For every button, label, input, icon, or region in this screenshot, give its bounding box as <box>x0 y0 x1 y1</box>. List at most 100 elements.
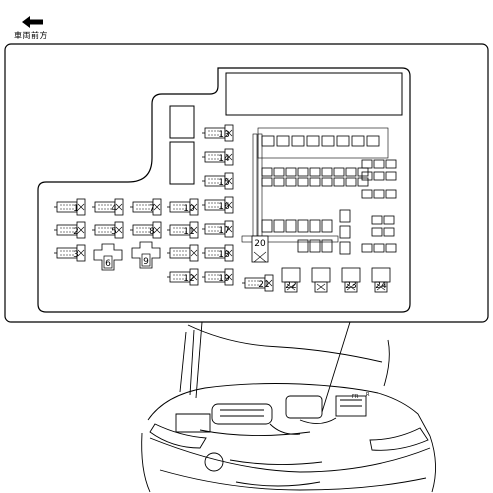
fuse-number-label: 4 <box>111 204 117 214</box>
fuse-15: 15 <box>202 172 234 190</box>
relay-slot <box>366 135 380 147</box>
fuse-number-label: 20 <box>254 239 266 249</box>
fuse-21: 21 <box>242 274 274 292</box>
fuse-number-label: 1 <box>73 204 79 214</box>
callout-line-left <box>195 321 203 399</box>
relay-slot <box>333 177 345 187</box>
relay-slot <box>385 159 397 169</box>
fuse-9: 9 <box>131 241 161 269</box>
fuse-23: 23 <box>341 267 361 293</box>
fuse-number-label: 12 <box>183 274 194 284</box>
relay-cover <box>225 72 403 116</box>
relay-slot <box>309 177 321 187</box>
relay-slot <box>333 167 345 177</box>
fuse-8: 8 <box>130 221 162 239</box>
relay-slot <box>385 171 397 181</box>
fuse-number-label: 7 <box>149 204 155 214</box>
relay-slot <box>297 177 309 187</box>
fuse-number-label: 10 <box>183 204 195 214</box>
relay-slot <box>345 167 357 177</box>
relay-slot <box>339 209 351 223</box>
fuse-number-label: 6 <box>105 259 111 269</box>
fuse-number-label: 15 <box>218 178 229 188</box>
fuse-12: 12 <box>167 268 199 286</box>
fuse-number-label: 2 <box>73 227 79 237</box>
relay-slot <box>373 171 385 181</box>
relay-slot <box>309 167 321 177</box>
fuse-6: 6 <box>93 243 123 271</box>
relay-slot <box>261 219 273 233</box>
relay-slot <box>373 189 385 199</box>
relay-slot <box>285 219 297 233</box>
spare-block-upper <box>169 105 195 139</box>
fuse-16: 16 <box>202 196 234 214</box>
fuse-number-label: 3 <box>73 250 79 260</box>
fuse-number-label: 13 <box>218 130 229 140</box>
relay-slot <box>361 171 373 181</box>
fuse-1: 1 <box>54 198 86 216</box>
relay-slot <box>357 177 369 187</box>
relay-slot <box>309 239 321 253</box>
fuse-spare <box>311 267 331 293</box>
fuse-18: 18 <box>202 244 234 262</box>
fuse-2: 2 <box>54 221 86 239</box>
relay-slot <box>273 167 285 177</box>
relay-slot <box>321 239 333 253</box>
fuse-number-label: 9 <box>143 257 149 267</box>
relay-slot <box>361 243 373 253</box>
fuse-number-label: 16 <box>218 202 230 212</box>
relay-slot <box>321 177 333 187</box>
fuse-number-label: 11 <box>183 227 194 237</box>
vehicle-front-label: 車両前方 <box>14 31 48 40</box>
relay-slot <box>261 167 273 177</box>
relay-slot <box>371 215 383 225</box>
fuse-number-label: 5 <box>111 227 117 237</box>
vehicle-engine-bay <box>141 324 436 493</box>
fuse-number-label: 19 <box>218 274 230 284</box>
fuse-14: 14 <box>202 148 234 166</box>
relay-slot <box>285 177 297 187</box>
relay-slot <box>273 177 285 187</box>
relay-slot <box>351 135 365 147</box>
fuse-number-label: 23 <box>345 281 356 291</box>
fuse-7: 7 <box>130 198 162 216</box>
relay-slot <box>297 239 309 253</box>
fuse-number-label: 18 <box>218 250 230 260</box>
relay-slot <box>297 219 309 233</box>
svg-text:R: R <box>366 392 370 398</box>
fuse-19: 19 <box>202 268 234 286</box>
relay-slot <box>276 135 290 147</box>
relay-slot <box>273 219 285 233</box>
relay-slot <box>345 177 357 187</box>
fuse-number-label: 21 <box>258 280 269 290</box>
fuse-10: 10 <box>167 198 199 216</box>
relay-slot <box>321 167 333 177</box>
relay-slot <box>309 219 321 233</box>
relay-slot <box>306 135 320 147</box>
fuse-4: 4 <box>92 198 124 216</box>
fuse-number-label: 17 <box>218 226 229 236</box>
callout-line-right <box>321 321 351 413</box>
relay-slot <box>339 225 351 239</box>
relay-slot <box>261 177 273 187</box>
relay-slot <box>336 135 350 147</box>
relay-slot <box>321 135 335 147</box>
relay-slot <box>339 241 351 255</box>
relay-slot <box>285 167 297 177</box>
fuse-11: 11 <box>167 221 199 239</box>
relay-slot <box>373 159 385 169</box>
relay-slot <box>361 189 373 199</box>
fuse-22: 22 <box>281 267 301 293</box>
relay-slot <box>373 243 385 253</box>
relay-slot <box>383 227 395 237</box>
fuse-24: 24 <box>371 267 391 293</box>
relay-slot <box>361 159 373 169</box>
fuse-5: 5 <box>92 221 124 239</box>
fuse-20: 20 <box>251 235 269 263</box>
svg-text:FR: FR <box>352 394 359 400</box>
fuse-3: 3 <box>54 244 86 262</box>
relay-slot <box>385 243 397 253</box>
